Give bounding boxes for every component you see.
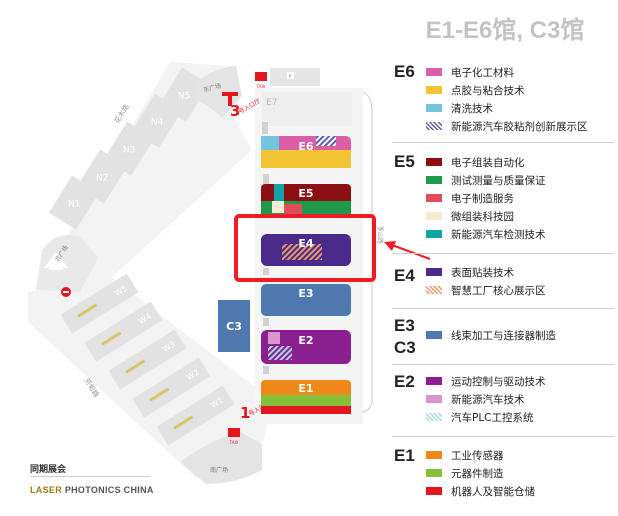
road-huamu: 花木路 [112,102,131,125]
legend-item: 新能源汽车胶粘剂创新展示区 [426,119,588,135]
legend-separator [392,142,614,143]
swatch-icon [426,68,442,76]
legend-item: 新能源汽车技术 [426,392,525,408]
legend-separator [392,253,614,254]
hall-e5[interactable]: E5 [261,174,351,216]
legend-item: 元器件制造 [426,466,504,482]
parking-icon [287,72,294,79]
hall-e4-label: E4 [298,237,314,250]
hall-e1[interactable]: E1 [261,380,351,414]
hall-c3-label: C3 [226,320,242,333]
legend-group-e4: E4 表面贴装技术 智慧工厂核心展示区 [392,262,614,306]
pointer-arrow [384,241,431,260]
brand-rest-text: PHOTONICS CHINA [64,485,154,495]
swatch-icon [426,395,442,403]
taxi-south-label: TAXI [229,440,239,445]
hall-n4-label: N4 [151,118,164,128]
hatch-swatch-icon [426,413,442,421]
hall-n2-label: N2 [96,174,108,184]
swatch-icon [426,194,442,202]
legend-hall-e3: E3 [394,316,415,335]
legend-group-e3: E3 C3 线束加工与连接器制造 [392,316,614,362]
legend-item: 机器人及智能仓储 [426,484,535,500]
hall-e5-label: E5 [298,187,313,200]
hall-e3-label: E3 [298,287,313,300]
legend-item: 清洗技术 [426,101,493,117]
legend-group-e2: E2 运动控制与驱动技术 新能源汽车技术 汽车PLC工控系统 [392,372,614,436]
swatch-icon [426,176,442,184]
north-square: 北广场 [36,234,98,297]
swatch-icon [426,487,442,495]
north-halls: N1 N2 N3 N4 N5 [48,67,210,230]
legend-item: 电子组装自动化 [426,155,525,171]
legend-separator [392,364,614,365]
e4-highlight-box [234,214,376,282]
hall-e7: E7 [262,92,352,126]
parking-label: P [288,74,291,80]
hall-e6-label: E6 [298,140,314,153]
hatch-swatch-icon [426,122,442,130]
concurrent-exhibition-label: 同期展会 [30,465,67,475]
road-luoshan: 罗山路 [376,226,384,244]
swatch-icon [426,104,442,112]
hall-e2[interactable]: E2 [261,330,351,374]
concurrent-brand-logo: LASER PHOTONICS CHINA [30,485,154,495]
swatch-icon [426,469,442,477]
taxi-icon-east [255,72,267,81]
footer-separator [30,476,150,477]
legend-item: 点胶与粘合技术 [426,83,525,99]
legend-hall-e5: E5 [394,152,415,171]
legend-hall-e4: E4 [394,266,415,285]
swatch-icon [426,158,442,166]
legend-item: 汽车PLC工控系统 [426,410,534,426]
legend-separator [392,308,614,309]
swatch-icon [426,86,442,94]
west-halls: W5 W4 W3 W2 W1 [60,273,235,446]
brand-laser-text: LASER [30,485,63,495]
legend-item: 测试测量与质量保证 [426,173,546,189]
hall-e2-label: E2 [298,334,313,347]
hall-n3-label: N3 [123,146,135,156]
legend-group-e1: E1 工业传感器 元器件制造 机器人及智能仓储 [392,446,614,510]
entrance-3-num: 3 [230,102,240,120]
legend-item: 电子化工材料 [426,65,514,81]
page-title: E1-E6馆, C3馆 [425,17,585,44]
taxi-icon-south [228,428,240,437]
swatch-icon [426,377,442,385]
legend-hall-e6: E6 [394,62,415,81]
legend: E6 电子化工材料 点胶与粘合技术 清洗技术 新能源汽车胶粘剂创新展示区 E5 … [392,58,614,510]
swatch-icon [426,451,442,459]
legend-hall-c3: C3 [394,338,416,357]
legend-item: 运动控制与驱动技术 [426,374,546,390]
legend-item: 线束加工与连接器制造 [426,328,556,344]
legend-item: 微组装科技园 [426,209,514,225]
legend-separator [392,436,614,437]
hall-e6[interactable]: E6 [261,122,351,168]
legend-item: 新能源汽车检测技术 [426,227,546,243]
hall-e3[interactable]: E3 [261,284,351,326]
legend-item: 电子制造服务 [426,191,514,207]
swatch-icon [426,212,442,220]
hall-e7-label: E7 [266,98,277,108]
legend-item: 表面贴装技术 [426,265,514,281]
swatch-icon [426,230,442,238]
taxi-east-label: TAXI [256,84,266,89]
legend-item: 智慧工厂核心展示区 [426,283,546,299]
swatch-icon [426,331,442,339]
legend-hall-e1: E1 [394,446,415,465]
hall-n1-label: N1 [68,200,80,210]
legend-item: 工业传感器 [426,448,504,464]
hatch-swatch-icon [426,286,442,294]
hall-n5-label: N5 [178,92,190,102]
legend-group-e5: E5 电子组装自动化 测试测量与质量保证 电子制造服务 微组装科技园 新能源汽车… [392,152,614,252]
legend-group-e6: E6 电子化工材料 点胶与粘合技术 清洗技术 新能源汽车胶粘剂创新展示区 [392,58,614,140]
hall-e1-label: E1 [298,382,313,395]
legend-hall-e2: E2 [394,372,415,391]
hall-c3[interactable]: C3 [218,300,250,352]
entrance-1-num: 1 [240,404,250,422]
south-square-label: 南广场 [210,466,228,474]
swatch-icon [426,268,442,276]
hall-e4[interactable]: E4 [261,234,351,275]
